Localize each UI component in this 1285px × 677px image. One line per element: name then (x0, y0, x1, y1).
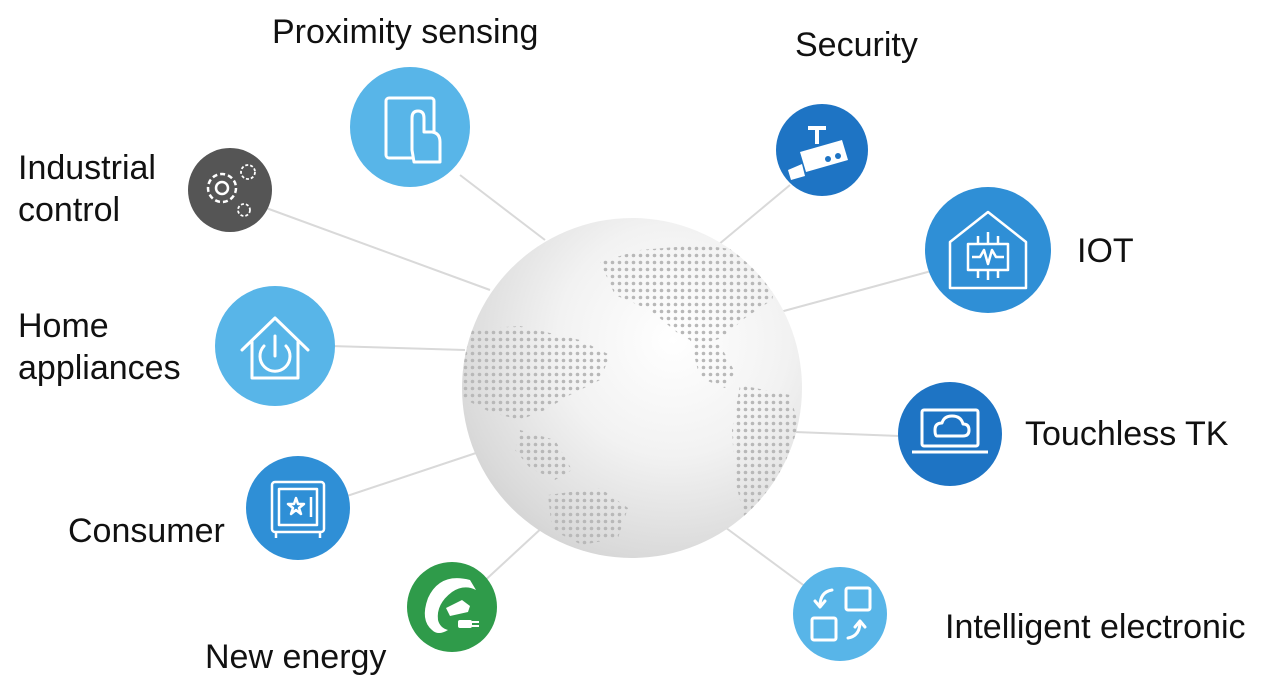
label-new-energy: New energy (205, 638, 387, 676)
industrial-control-node[interactable] (188, 148, 272, 232)
label-industrial-line2: control (18, 191, 121, 229)
security-node[interactable] (776, 104, 868, 196)
label-security: Security (795, 26, 918, 64)
iot-node[interactable] (925, 187, 1051, 313)
safe-icon (270, 480, 326, 538)
security-camera-icon (788, 126, 848, 180)
new-energy-node[interactable] (407, 562, 497, 652)
touch-tablet-icon (384, 96, 442, 164)
globe (462, 218, 802, 558)
ev-plug-icon (424, 578, 479, 633)
label-home-line2: appliances (18, 349, 181, 387)
laptop-cloud-icon (912, 408, 988, 454)
gears-icon (206, 164, 256, 217)
intelligent-electronic-node[interactable] (793, 567, 887, 661)
home-appliances-node[interactable] (215, 286, 335, 406)
label-industrial-line1: Industrial (18, 149, 156, 187)
touchless-tk-node[interactable] (898, 382, 1002, 486)
connector-lines (257, 174, 936, 591)
rotate-squares-icon (810, 586, 872, 642)
label-touchless-tk: Touchless TK (1025, 415, 1229, 453)
iot-chip-house-icon (948, 210, 1028, 290)
label-consumer: Consumer (68, 512, 225, 550)
label-iot: IOT (1077, 232, 1134, 270)
globe-dotted-continents (462, 245, 800, 545)
proximity-sensing-node[interactable] (350, 67, 470, 187)
label-home-line1: Home (18, 307, 109, 345)
home-power-icon (240, 316, 310, 380)
label-proximity-sensing: Proximity sensing (272, 13, 539, 51)
consumer-node[interactable] (246, 456, 350, 560)
label-intelligent-electronic: Intelligent electronic (945, 608, 1246, 646)
